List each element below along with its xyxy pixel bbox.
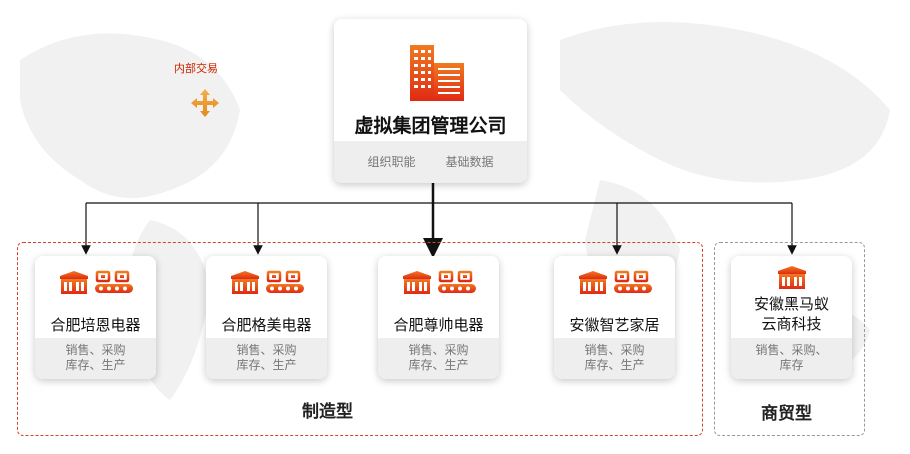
manufacturing-group-box (17, 242, 703, 436)
factory-icon (401, 270, 433, 294)
company-card-zunshuai[interactable]: 合肥尊帅电器 销售、采购 库存、生产 (378, 256, 499, 379)
factory-conveyor-icons (35, 270, 156, 294)
company-name: 安徽智艺家居 (569, 316, 660, 334)
internal-trade-label: 内部交易 (174, 62, 218, 75)
company-functions: 销售、采购 库存、生产 (35, 338, 156, 379)
company-card-zhiyi[interactable]: 安徽智艺家居 销售、采购 库存、生产 (554, 256, 675, 379)
root-functions: 组织职能 基础数据 (334, 141, 527, 183)
company-card-gemei[interactable]: 合肥格美电器 销售、采购 库存、生产 (206, 256, 327, 379)
four-way-arrow-icon (190, 88, 220, 122)
store-icon-wrap (731, 264, 852, 290)
trading-group-label: 商贸型 (761, 404, 812, 424)
factory-icon (577, 270, 609, 294)
manufacturing-group-label: 制造型 (302, 402, 353, 422)
company-card-peien[interactable]: 合肥培恩电器 销售、采购 库存、生产 (35, 256, 156, 379)
conveyor-belt-icon (437, 270, 477, 294)
conveyor-belt-icon (613, 270, 653, 294)
conveyor-belt-icon (94, 270, 134, 294)
trading-group-box (714, 242, 865, 436)
root-function-basedata[interactable]: 基础数据 (445, 154, 494, 169)
company-card-heimayi[interactable]: 安徽黑马蚁 云商科技 销售、采购、 库存 (731, 256, 852, 379)
factory-conveyor-icons (206, 270, 327, 294)
company-name: 合肥尊帅电器 (393, 316, 484, 334)
company-name: 合肥培恩电器 (50, 316, 141, 334)
company-functions: 销售、采购、 库存 (731, 338, 852, 379)
company-name: 安徽黑马蚁 云商科技 (753, 295, 829, 333)
company-name: 合肥格美电器 (221, 316, 312, 334)
root-function-org[interactable]: 组织职能 (367, 154, 416, 169)
company-functions: 销售、采购 库存、生产 (206, 338, 327, 379)
company-functions: 销售、采购 库存、生产 (378, 338, 499, 379)
office-building-icon (406, 45, 468, 105)
factory-icon (58, 270, 90, 294)
company-functions: 销售、采购 库存、生产 (554, 338, 675, 379)
conveyor-belt-icon (265, 270, 305, 294)
factory-icon (229, 270, 261, 294)
root-company-name: 虚拟集团管理公司 (354, 115, 507, 137)
storefront-icon (776, 264, 808, 290)
root-company-card[interactable]: 虚拟集团管理公司 组织职能 基础数据 (334, 19, 527, 183)
factory-conveyor-icons (378, 270, 499, 294)
factory-conveyor-icons (554, 270, 675, 294)
